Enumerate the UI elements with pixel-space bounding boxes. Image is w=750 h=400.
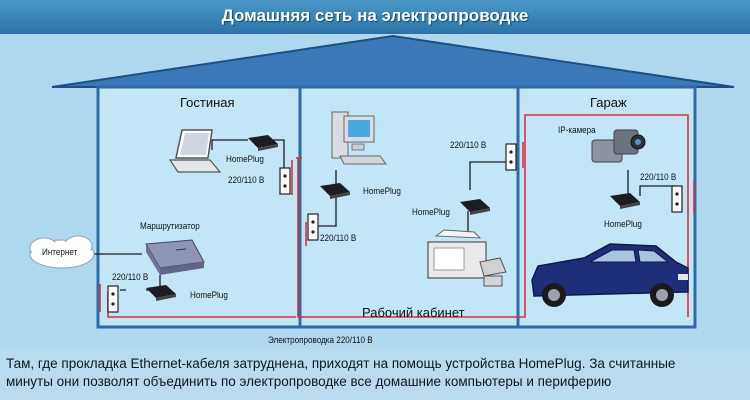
outlet-garage	[671, 185, 683, 213]
ip-camera-label: IP-камера	[558, 125, 596, 135]
homeplug-label-garage: HomePlug	[604, 219, 642, 229]
caption-line-1: Там, где прокладка Ethernet-кабеля затру…	[6, 356, 676, 371]
homeplug-label-living-bottom: HomePlug	[190, 290, 228, 300]
caption-line-2: минуты они позволят объединить по электр…	[6, 374, 612, 389]
homeplug-label-office-top: HomePlug	[363, 186, 401, 196]
outlet-living-right	[279, 167, 291, 195]
desktop-pc-icon	[331, 111, 387, 165]
outlet-label-office-right: 220/110 В	[450, 140, 487, 150]
title-banner: Домашняя сеть на электропроводке	[0, 0, 750, 34]
router-label: Маршрутизатор	[140, 221, 200, 231]
outlet-living-left	[107, 285, 119, 313]
outlet-label-living-top: 220/110 В	[228, 175, 265, 185]
router-icon	[145, 239, 205, 275]
outlet-office-right	[505, 143, 517, 171]
power-wiring	[99, 114, 695, 318]
outlet-office-left	[307, 213, 319, 241]
room-label-living: Гостиная	[180, 95, 235, 110]
internet-cloud	[29, 235, 95, 269]
printer-icon	[427, 229, 507, 287]
wiring-label: Электропроводка 220/110 В	[268, 335, 373, 345]
car-icon	[531, 243, 689, 307]
homeplug-adapter-garage	[610, 193, 640, 209]
laptop-icon	[168, 129, 222, 173]
wall-outlets	[107, 143, 683, 313]
page-title: Домашняя сеть на электропроводке	[221, 6, 529, 25]
homeplug-adapter-living-top	[248, 135, 278, 151]
caption-box: Там, где прокладка Ethernet-кабеля затру…	[0, 349, 750, 400]
homeplug-label-living-top: HomePlug	[226, 154, 264, 164]
outlet-label-office-left: 220/110 В	[320, 233, 357, 243]
internet-label: Интернет	[42, 247, 78, 257]
homeplug-label-office-bottom: HomePlug	[412, 207, 450, 217]
homeplug-adapter-office-bottom	[460, 199, 490, 215]
room-label-garage: Гараж	[590, 95, 627, 110]
homeplug-adapters	[146, 135, 640, 301]
outlet-label-living-bottom: 220/110 В	[112, 272, 149, 282]
room-label-office: Рабочий кабинет	[362, 305, 465, 320]
homeplug-adapter-office-top	[320, 183, 350, 199]
outlet-label-garage: 220/110 В	[640, 172, 677, 182]
homeplug-adapter-living-bottom	[146, 285, 176, 301]
ip-camera-icon	[591, 129, 646, 163]
